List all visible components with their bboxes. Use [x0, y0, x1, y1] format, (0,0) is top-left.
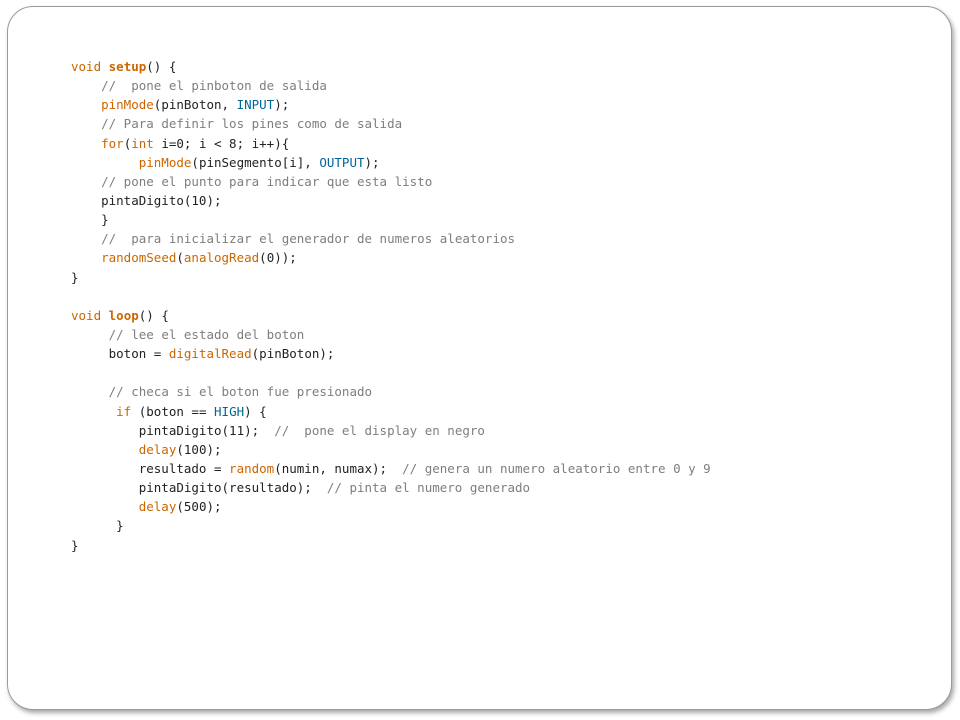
code-token-plain: (pinBoton); [251, 346, 335, 362]
code-token-plain: (100); [176, 441, 222, 457]
code-token-plain [71, 231, 101, 246]
code-token-kwbold: loop [108, 307, 139, 323]
code-token-keyword: if [116, 403, 132, 419]
code-line: boton = digitalRead(pinBoton); [71, 344, 931, 363]
code-token-keyword: void [71, 307, 109, 323]
code-token-plain: ) { [244, 403, 267, 419]
code-token-constant: INPUT [236, 97, 275, 113]
code-token-constant: OUTPUT [319, 154, 365, 170]
code-token-kwbold: setup [108, 59, 147, 74]
code-line: if (boton == HIGH) { [71, 402, 931, 421]
code-token-function: analogRead [183, 250, 260, 266]
code-line: void setup() { [71, 57, 931, 76]
code-token-plain: } [71, 518, 124, 534]
code-line: // pone el punto para indicar que esta l… [71, 172, 931, 191]
code-token-plain [71, 250, 101, 265]
code-token-plain: } [71, 212, 109, 228]
code-token-plain [71, 97, 101, 112]
code-token-plain [71, 116, 101, 131]
code-line [71, 363, 931, 382]
code-token-plain [71, 78, 101, 93]
code-token-comment: // Para definir los pines como de salida [101, 116, 403, 132]
code-line: // lee el estado del boton [71, 325, 931, 344]
code-token-plain: ( [176, 250, 184, 266]
code-token-comment: // genera un numero aleatorio entre 0 y … [402, 460, 711, 476]
code-token-plain: (0)); [259, 250, 297, 266]
code-line: pintaDigito(resultado); // pinta el nume… [71, 478, 931, 497]
code-token-plain: pintaDigito(resultado); [71, 480, 327, 496]
code-token-plain: pintaDigito(11); [71, 422, 275, 438]
code-line: randomSeed(analogRead(0)); [71, 248, 931, 267]
slide-frame: void setup() { // pone el pinboton de sa… [7, 6, 952, 710]
code-token-function: randomSeed [101, 250, 177, 266]
code-token-function: delay [138, 499, 177, 515]
code-token-plain: pintaDigito(10); [71, 192, 222, 208]
code-token-plain [71, 327, 109, 342]
code-token-plain [71, 404, 116, 419]
code-token-keyword: int [131, 135, 154, 151]
code-line: // pone el pinboton de salida [71, 76, 931, 95]
code-token-plain [71, 155, 139, 170]
code-token-comment: // lee el estado del boton [108, 326, 305, 342]
code-line: } [71, 210, 931, 229]
code-token-function: random [229, 460, 275, 476]
code-token-comment: // pone el display en negro [274, 422, 485, 438]
code-line: delay(100); [71, 440, 931, 459]
code-token-function: pinMode [138, 154, 192, 170]
code-token-plain: boton = [71, 346, 169, 362]
code-line: delay(500); [71, 497, 931, 516]
code-token-plain: (pinBoton, [153, 97, 237, 113]
code-line: // checa si el boton fue presionado [71, 382, 931, 401]
code-token-plain: ( [123, 135, 132, 151]
code-token-plain: i=0; i < 8; i++){ [153, 135, 290, 151]
code-token-comment: // para inicializar el generador de nume… [101, 231, 516, 247]
code-line: pintaDigito(10); [71, 191, 931, 210]
code-line: resultado = random(numin, numax); // gen… [71, 459, 931, 478]
code-token-plain: () { [138, 307, 169, 323]
code-token-function: digitalRead [168, 346, 252, 362]
code-token-plain: ); [274, 97, 290, 113]
code-token-function: delay [138, 441, 177, 457]
code-line [71, 287, 931, 306]
code-token-plain [71, 442, 139, 457]
code-line: } [71, 536, 931, 555]
code-token-comment: // checa si el boton fue presionado [108, 384, 373, 400]
code-token-plain [71, 384, 109, 399]
code-line: pinMode(pinSegmento[i], OUTPUT); [71, 153, 931, 172]
code-line: pintaDigito(11); // pone el display en n… [71, 421, 931, 440]
code-token-plain: } [71, 269, 79, 285]
code-token-plain [71, 174, 101, 189]
code-token-comment: // pone el punto para indicar que esta l… [101, 173, 433, 189]
code-line: for(int i=0; i < 8; i++){ [71, 134, 931, 153]
code-token-plain: resultado = [71, 460, 230, 476]
code-line: } [71, 268, 931, 287]
code-token-constant: HIGH [214, 403, 245, 419]
code-token-plain: } [71, 537, 79, 553]
code-token-plain: (500); [176, 499, 222, 515]
code-token-function: pinMode [101, 97, 154, 113]
code-token-plain: (pinSegmento[i], [191, 154, 320, 170]
code-token-plain: () { [146, 59, 177, 74]
code-token-plain [71, 499, 139, 514]
code-token-plain [71, 136, 101, 151]
code-line: // Para definir los pines como de salida [71, 114, 931, 133]
code-token-plain: ); [364, 154, 380, 170]
code-line: } [71, 516, 931, 535]
code-line: // para inicializar el generador de nume… [71, 229, 931, 248]
code-token-keyword: void [71, 59, 109, 74]
code-line: void loop() { [71, 306, 931, 325]
code-listing: void setup() { // pone el pinboton de sa… [71, 57, 931, 555]
code-token-keyword: for [101, 135, 124, 151]
code-token-comment: // pone el pinboton de salida [101, 78, 327, 94]
code-token-plain: (numin, numax); [274, 460, 403, 476]
code-token-comment: // pinta el numero generado [326, 480, 531, 496]
code-token-plain: (boton == [131, 403, 215, 419]
code-line: pinMode(pinBoton, INPUT); [71, 95, 931, 114]
